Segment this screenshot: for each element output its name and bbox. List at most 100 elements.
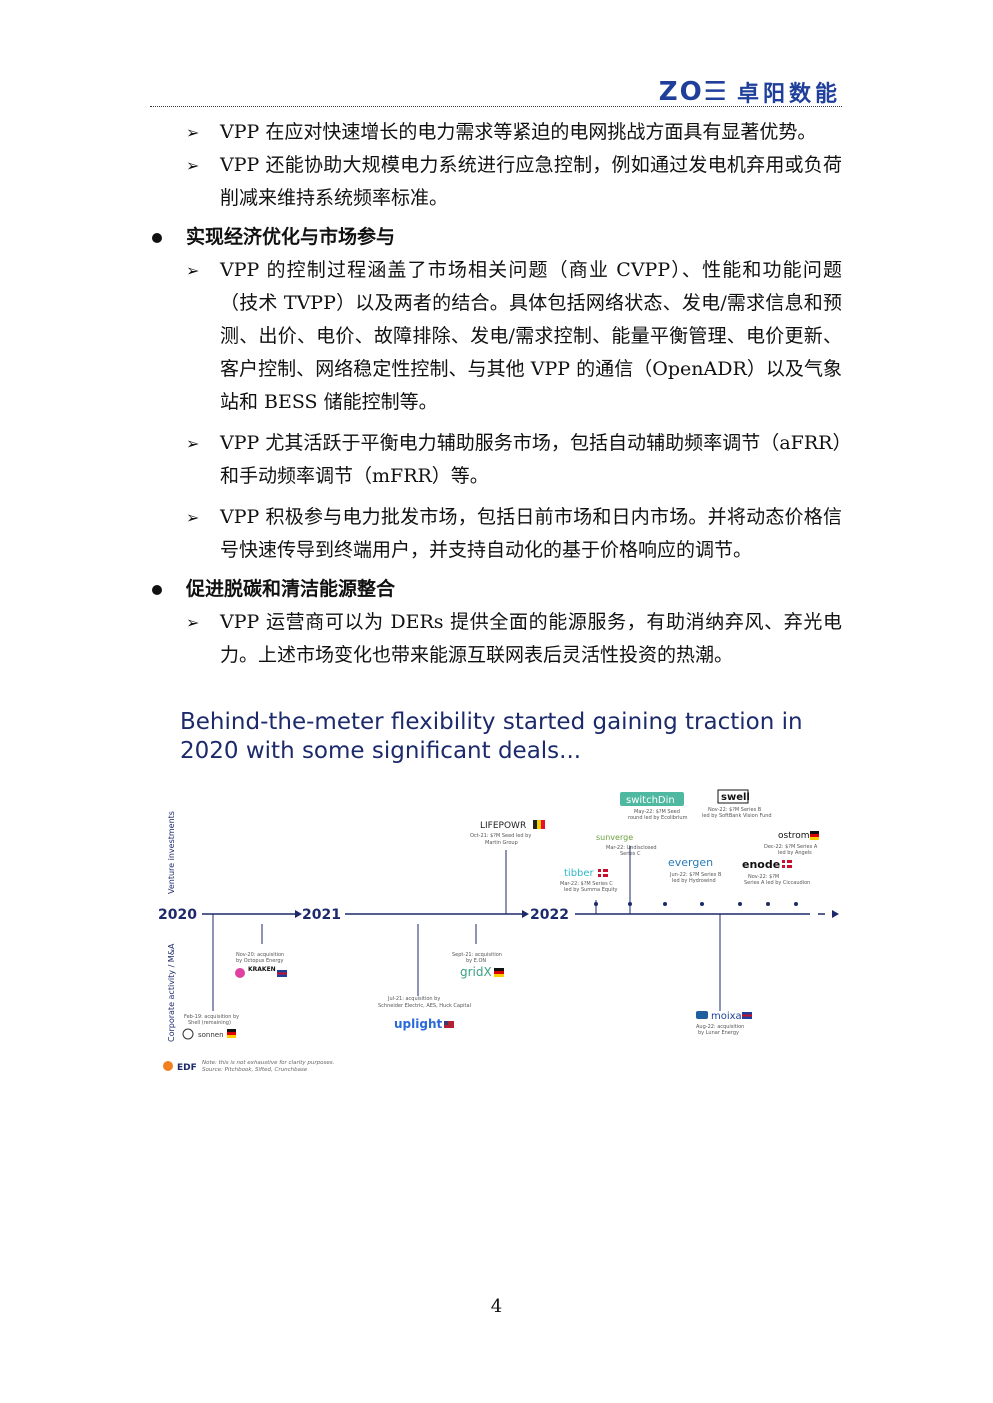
- deal-description: led by SoftBank Vision Fund: [702, 813, 772, 819]
- company-name: KRAKEN: [248, 966, 276, 973]
- arrow-bullet-icon: ➢: [186, 434, 200, 453]
- deal-description: round led by Ecolibrium: [628, 815, 688, 821]
- deal-description: led by Hydrowind: [672, 878, 716, 884]
- paragraph-text: VPP 尤其活跃于平衡电力辅助服务市场，包括自动辅助频率调节（aFRR）和手动频…: [220, 432, 842, 487]
- header-divider: [150, 106, 842, 107]
- deal-description: Series C: [620, 851, 641, 857]
- arrow-bullet-icon: ➢: [186, 613, 200, 632]
- deal-description: Shell (remaining): [188, 1020, 231, 1026]
- deal-description: led by Summa Equity: [564, 887, 618, 893]
- ma-gridx: Sept-21: acquisition by E.ON gridX: [452, 952, 504, 979]
- paragraph-text: VPP 的控制过程涵盖了市场相关问题（商业 CVPP）、性能和功能问题（技术 T…: [220, 259, 842, 413]
- deal-description: Nov-22: $?M Series B: [708, 807, 762, 813]
- ma-uplight: Jul-21: acquisition by Schneider Electri…: [378, 996, 471, 1031]
- sub-point: ➢ VPP 尤其活跃于平衡电力辅助服务市场，包括自动辅助频率调节（aFRR）和手…: [150, 427, 842, 493]
- figure-note: Note: this is not exhaustive for clarity…: [202, 1060, 335, 1066]
- logo-latin: ZO☰: [658, 77, 729, 107]
- figure-source: Source: Pitchbook, Sifted, Crunchbase: [202, 1067, 308, 1073]
- investment-evergen: evergen Jun-22: $?M Series B led by Hydr…: [668, 856, 722, 884]
- timeline-figure: Behind-the-meter flexibility started gai…: [150, 706, 850, 1086]
- dot-bullet-icon: [152, 585, 162, 595]
- investment-connectors: [505, 846, 631, 914]
- deal-description: Dec-22: $?M Series A: [764, 844, 818, 850]
- deal-description: Nov-20: acquisition: [236, 952, 284, 958]
- investment-sunverge: sunverge Mar-22: Undisclosed Series C: [596, 833, 657, 857]
- investment-switchdin: switchDin May-22: $?M Seed round led by …: [620, 792, 688, 821]
- paragraph-text: VPP 运营商可以为 DERs 提供全面的能源服务，有助消纳弃风、弃光电力。上述…: [220, 611, 842, 666]
- company-name: sunverge: [596, 833, 633, 842]
- company-logo: ZO☰ 卓阳数能: [659, 76, 841, 108]
- ma-connectors: [212, 914, 721, 1011]
- sub-point: ➢ VPP 运营商可以为 DERs 提供全面的能源服务，有助消纳弃风、弃光电力。…: [150, 606, 842, 672]
- arrow-icon: [522, 910, 529, 918]
- company-name: tibber: [564, 868, 595, 879]
- year-label: 2021: [302, 907, 341, 923]
- deal-description: by Octopus Energy: [236, 958, 284, 964]
- dot-bullet-icon: [152, 233, 162, 243]
- sub-point: ➢ VPP 的控制过程涵盖了市场相关问题（商业 CVPP）、性能和功能问题（技术…: [150, 254, 842, 419]
- deal-description: May-22: $?M Seed: [634, 809, 680, 815]
- body-text: ➢ VPP 在应对快速增长的电力需求等紧迫的电网挑战方面具有显著优势。 ➢ VP…: [150, 116, 842, 672]
- company-name: enode: [742, 858, 780, 871]
- sub-point: ➢ VPP 在应对快速增长的电力需求等紧迫的电网挑战方面具有显著优势。: [150, 116, 842, 149]
- ma-sonnen: Feb-19: acquisition by Shell (remaining)…: [182, 1014, 239, 1040]
- timeline-dots: [594, 902, 798, 906]
- company-name: evergen: [668, 856, 713, 869]
- investment-tibber: tibber Mar-22: $?M Series C led by Summa…: [560, 868, 618, 893]
- company-name: swell: [721, 792, 750, 803]
- sub-point: ➢ VPP 积极参与电力批发市场，包括日前市场和日内市场。并将动态价格信号快速传…: [150, 501, 842, 567]
- heading-text: 实现经济优化与市场参与: [186, 226, 396, 248]
- company-name: switchDin: [626, 795, 675, 806]
- company-name: moixa: [711, 1011, 742, 1022]
- axis-label-bottom: Corporate activity / M&A: [167, 943, 176, 1042]
- paragraph-text: VPP 积极参与电力批发市场，包括日前市场和日内市场。并将动态价格信号快速传导到…: [220, 506, 842, 561]
- investment-enode: enode Nov-22: $?M Series A led by Ciccau…: [742, 858, 810, 886]
- ma-kraken: Nov-20: acquisition by Octopus Energy KR…: [235, 952, 287, 978]
- investment-lifepowr: LIFEPOWR Oct-21: $?M Seed led by Martin …: [470, 820, 545, 846]
- arrow-bullet-icon: ➢: [186, 508, 200, 527]
- deal-description: Mar-22: Undisclosed: [606, 845, 657, 851]
- page-number: 4: [490, 1296, 503, 1317]
- section-heading: 实现经济优化与市场参与: [150, 221, 842, 254]
- company-name: uplight: [394, 1017, 442, 1031]
- arrow-bullet-icon: ➢: [186, 156, 200, 175]
- ma-moixa: moixa Aug-22: acquisition by Lunar Energ…: [696, 1011, 752, 1036]
- deal-description: Series A led by Ciccaudion: [744, 880, 810, 886]
- deal-description: Schneider Electric, AES, Huck Capital: [378, 1003, 471, 1009]
- deal-description: by Lunar Energy: [698, 1030, 739, 1036]
- company-name: LIFEPOWR: [480, 821, 526, 831]
- timeline-diagram: Venture investments Corporate activity /…: [158, 789, 839, 1073]
- deal-description: Feb-19: acquisition by: [184, 1014, 239, 1020]
- figure-title: Behind-the-meter flexibility started gai…: [180, 709, 803, 764]
- deal-description: led by Angels: [778, 850, 812, 856]
- deal-description: by E.ON: [466, 958, 486, 964]
- investment-swell: swell Nov-22: $?M Series B led by SoftBa…: [702, 789, 772, 819]
- deal-description: Jun-22: $?M Series B: [669, 872, 722, 878]
- year-label: 2022: [530, 907, 569, 923]
- logo-chinese: 卓阳数能: [736, 82, 841, 107]
- arrow-icon: [832, 910, 839, 918]
- year-label: 2020: [158, 907, 197, 923]
- heading-text: 促进脱碳和清洁能源整合: [186, 578, 396, 600]
- arrow-bullet-icon: ➢: [186, 261, 200, 280]
- paragraph-text: VPP 还能协助大规模电力系统进行应急控制，例如通过发电机弃用或负荷削减来维持系…: [220, 154, 842, 209]
- deal-description: Martin Group: [485, 840, 518, 846]
- section-heading: 促进脱碳和清洁能源整合: [150, 573, 842, 606]
- deal-description: Sept-21: acquisition: [452, 952, 502, 958]
- deal-description: Mar-22: $?M Series C: [560, 881, 613, 887]
- axis-label-top: Venture investments: [167, 811, 176, 894]
- investment-ostrom: ostrom Dec-22: $?M Series A led by Angel…: [764, 831, 819, 856]
- company-name: gridX: [460, 965, 492, 979]
- sub-point: ➢ VPP 还能协助大规模电力系统进行应急控制，例如通过发电机弃用或负荷削减来维…: [150, 149, 842, 215]
- paragraph-text: VPP 在应对快速增长的电力需求等紧迫的电网挑战方面具有显著优势。: [220, 121, 817, 143]
- arrow-icon: [295, 910, 302, 918]
- deal-description: Nov-22: $?M: [748, 874, 779, 880]
- company-name: ostrom: [778, 831, 810, 841]
- company-name: sonnen: [198, 1031, 224, 1039]
- deal-description: Oct-21: $?M Seed led by: [470, 833, 531, 839]
- brand-name: EDF: [177, 1063, 197, 1073]
- arrow-bullet-icon: ➢: [186, 123, 200, 142]
- deal-description: Jul-21: acquisition by: [387, 996, 440, 1002]
- deal-description: Aug-22: acquisition: [696, 1024, 744, 1030]
